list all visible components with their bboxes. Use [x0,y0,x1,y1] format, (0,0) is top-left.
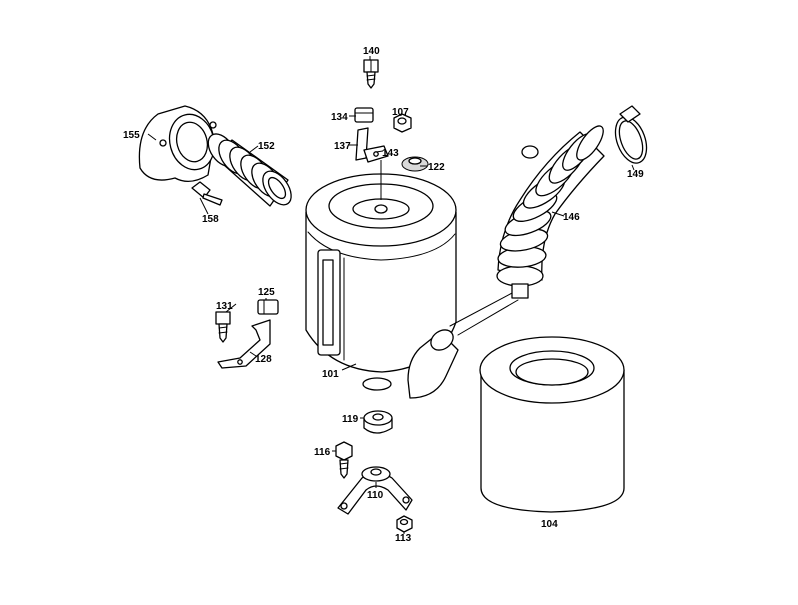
screw-158 [191,181,223,206]
label-122: 122 [428,162,445,173]
label-140: 140 [363,46,380,57]
bushing-119 [363,410,393,434]
label-104: 104 [541,519,558,530]
label-128: 128 [255,354,272,365]
label-158: 158 [202,214,219,225]
hose-152 [207,133,292,207]
label-134: 134 [331,112,348,123]
label-152: 152 [258,141,275,152]
label-155: 155 [123,130,140,141]
nut-113 [396,515,413,533]
leader-lines [147,56,635,534]
label-107: 107 [392,107,409,118]
clip-125 [257,299,279,315]
label-101: 101 [322,369,339,380]
label-146: 146 [563,212,580,223]
support-bracket-110 [337,466,413,515]
bolt-140 [363,59,379,89]
label-113: 113 [395,533,412,544]
filter-element [479,336,625,513]
label-119: 119 [342,414,359,425]
bolt-131 [215,311,231,343]
label-131: 131 [216,301,233,312]
nut-107 [393,113,412,133]
intake-bellows-146 [496,125,605,299]
label-116: 116 [314,447,331,458]
label-110: 110 [367,490,384,501]
clip-134 [354,107,374,123]
label-143: 143 [382,148,399,159]
screw-116 [335,441,353,479]
hose-clamp-149 [614,105,648,164]
label-149: 149 [627,169,644,180]
elbow-155 [138,105,217,182]
grommet-122 [401,156,429,172]
label-125: 125 [258,287,275,298]
label-137: 137 [334,141,351,152]
bracket-128 [217,319,271,369]
